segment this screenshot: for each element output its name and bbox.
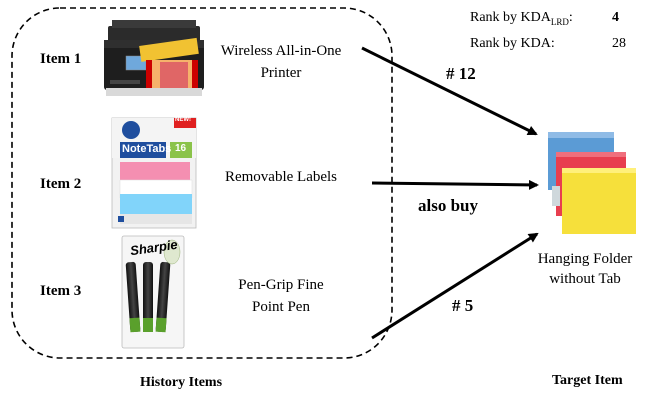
history-group-border [11, 7, 393, 359]
item-3-name-line2: Point Pen [252, 299, 310, 315]
history-items-caption: History Items [140, 375, 223, 390]
rank-kda-lrd: Rank by KDALRD: [470, 10, 573, 27]
item-3-name-line1: Pen-Grip Fine [238, 277, 324, 293]
item-1-label: Item 1 [40, 51, 82, 67]
edge-item1-label: # 12 [446, 64, 476, 83]
rank-kda-value: 28 [612, 36, 626, 51]
notetabs-image [111, 117, 197, 229]
notetabs-new-badge: NEW! [175, 117, 191, 123]
edge-arrow-item3 [371, 232, 539, 340]
edge-item3-label: # 5 [452, 296, 474, 315]
target-item-caption: Target Item [552, 373, 623, 388]
item-3-name: Pen-Grip Fine Point Pen [206, 274, 356, 318]
item-2-name-line1: Removable Labels [224, 169, 338, 185]
hanging-folder-image [548, 132, 636, 234]
item-1-name-line1: Wireless All-in-One [220, 43, 342, 59]
item-2-label: Item 2 [40, 176, 82, 192]
edge-item2-label: also buy [418, 196, 478, 215]
target-item-name-line2: without Tab [549, 271, 621, 287]
rank-kda-label: Rank by KDA: [470, 36, 555, 51]
notetabs-count-text: 16 [175, 143, 187, 154]
item-2-name: Removable Labels [206, 166, 356, 188]
target-item-name: Hanging Folder without Tab [520, 249, 650, 289]
item-1-name: Wireless All-in-One Printer [206, 40, 356, 84]
rank-kda-lrd-value: 4 [612, 10, 619, 25]
printer-image [104, 20, 204, 96]
edge-arrow-item1 [361, 46, 538, 136]
rank-kda-lrd-subscript: LRD [550, 16, 569, 27]
target-item-name-line1: Hanging Folder [537, 251, 633, 267]
rank-kda-lrd-suffix: : [568, 10, 573, 25]
item-1-name-line2: Printer [260, 65, 302, 81]
item-3-label: Item 3 [40, 283, 82, 299]
sharpie-pens-image [121, 235, 185, 349]
notetabs-brand-text: NoteTabs [122, 143, 172, 155]
edge-arrow-item2 [371, 179, 539, 190]
rank-kda-lrd-label: Rank by KDA [470, 10, 551, 25]
